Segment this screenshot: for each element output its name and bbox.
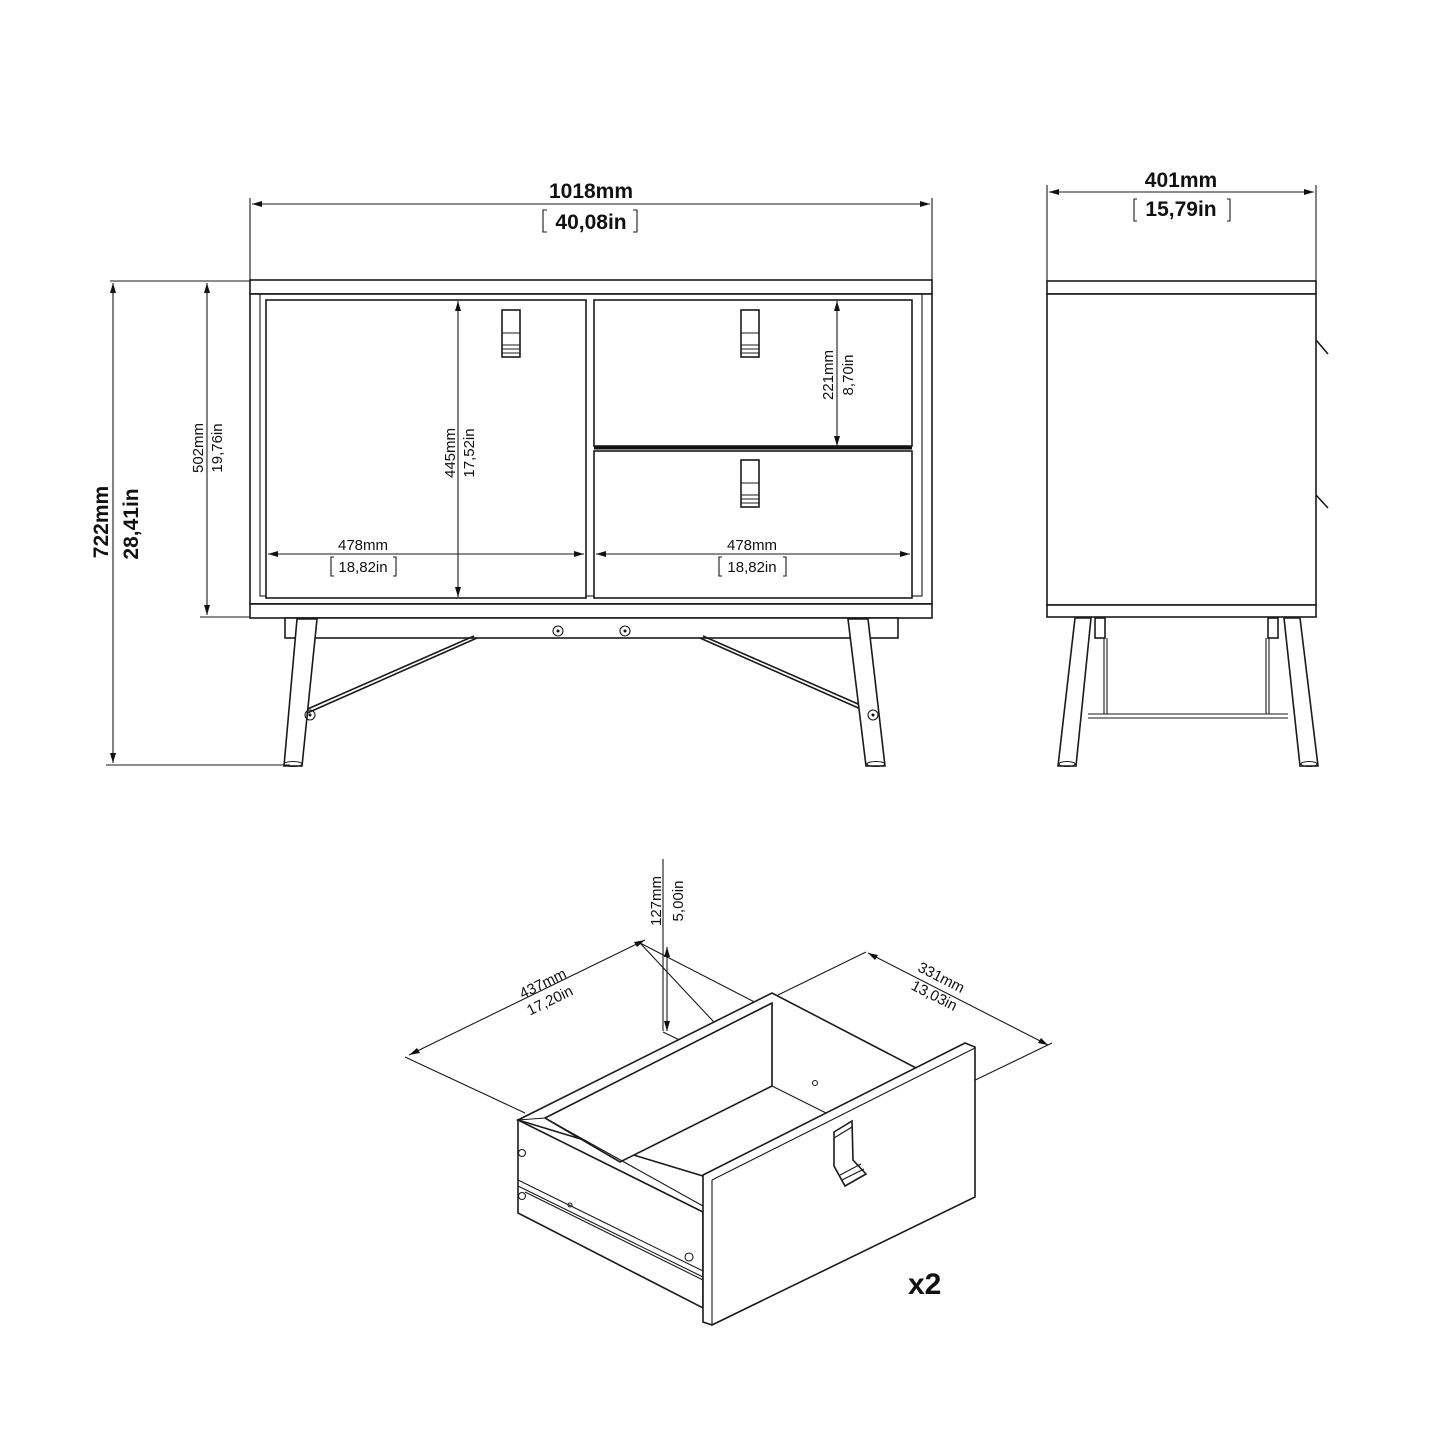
dimension-door-width: 478mm 18,82in: [268, 537, 584, 577]
overall-width-in: 40,08in: [555, 211, 626, 234]
drawer-top: [593, 299, 913, 447]
side-panel: [1046, 293, 1317, 606]
side-bottom: [1046, 604, 1317, 618]
door-handle-icon: [501, 309, 521, 358]
dimension-drawer-inner-height: 127mm 5,00in: [648, 876, 687, 1031]
drawer-inner-height-mm: 127mm: [648, 876, 665, 926]
dimension-body-height: 502mm 19,76in: [190, 280, 250, 618]
depth-in: 15,79in: [1145, 198, 1216, 221]
dimension-drawer-inner-width: 437mm 17,20in: [408, 939, 646, 1056]
door-width-in: 18,82in: [338, 559, 387, 576]
drawer-inner-height-in: 5,00in: [670, 881, 687, 922]
overall-height-in: 28,41in: [120, 488, 143, 559]
side-view: 401mm 15,79in: [1046, 169, 1329, 768]
side-top: [1046, 280, 1317, 295]
drawer-width-in: 18,82in: [727, 559, 776, 576]
drawer-front: [702, 1042, 976, 1326]
overall-height-mm: 722mm: [90, 486, 113, 558]
base-rail: [284, 617, 899, 639]
side-right-leg: [1283, 617, 1319, 767]
door-height-in: 17,52in: [461, 428, 478, 477]
door-height-mm: 445mm: [442, 428, 459, 478]
depth-mm: 401mm: [1145, 169, 1217, 192]
side-handle-lower: [1315, 494, 1329, 509]
front-view: 1018mm 40,08in: [90, 180, 933, 768]
dimension-overall-width: 1018mm 40,08in: [249, 180, 933, 290]
dimension-drawer-width: 478mm 18,82in: [596, 537, 910, 577]
drawer-bottom-handle-icon: [740, 459, 760, 508]
door-width-mm: 478mm: [338, 537, 388, 554]
cabinet-bottom: [249, 603, 933, 619]
front-left-leg: [283, 618, 318, 767]
drawer-width-mm: 478mm: [727, 537, 777, 554]
dimension-drawer-height: 221mm 8,70in: [820, 301, 857, 446]
drawer-bottom: [593, 450, 913, 599]
cabinet-top: [249, 279, 933, 295]
body-height-in: 19,76in: [209, 423, 226, 472]
body-height-mm: 502mm: [190, 423, 207, 473]
dimension-drawer-inner-depth: 331mm 13,03in: [867, 952, 1049, 1046]
door: [265, 299, 587, 599]
side-left-leg: [1057, 617, 1092, 767]
overall-width-mm: 1018mm: [549, 180, 633, 203]
drawer-front-handle-icon: [833, 1119, 868, 1188]
dimension-overall-height: 722mm 28,41in: [90, 280, 290, 766]
drawer-height-mm: 221mm: [820, 350, 837, 400]
dimension-door-height: 445mm 17,52in: [442, 301, 478, 597]
dimension-depth: 401mm 15,79in: [1046, 169, 1317, 285]
drawer-detail: 437mm 17,20in 331mm 13,03in 127mm 5,00in: [404, 859, 1053, 1326]
front-right-leg: [847, 618, 886, 767]
quantity-label: x2: [908, 1268, 941, 1301]
side-handle-upper: [1315, 339, 1329, 355]
drawer-top-handle-icon: [740, 309, 760, 358]
drawer-height-in: 8,70in: [840, 355, 857, 396]
